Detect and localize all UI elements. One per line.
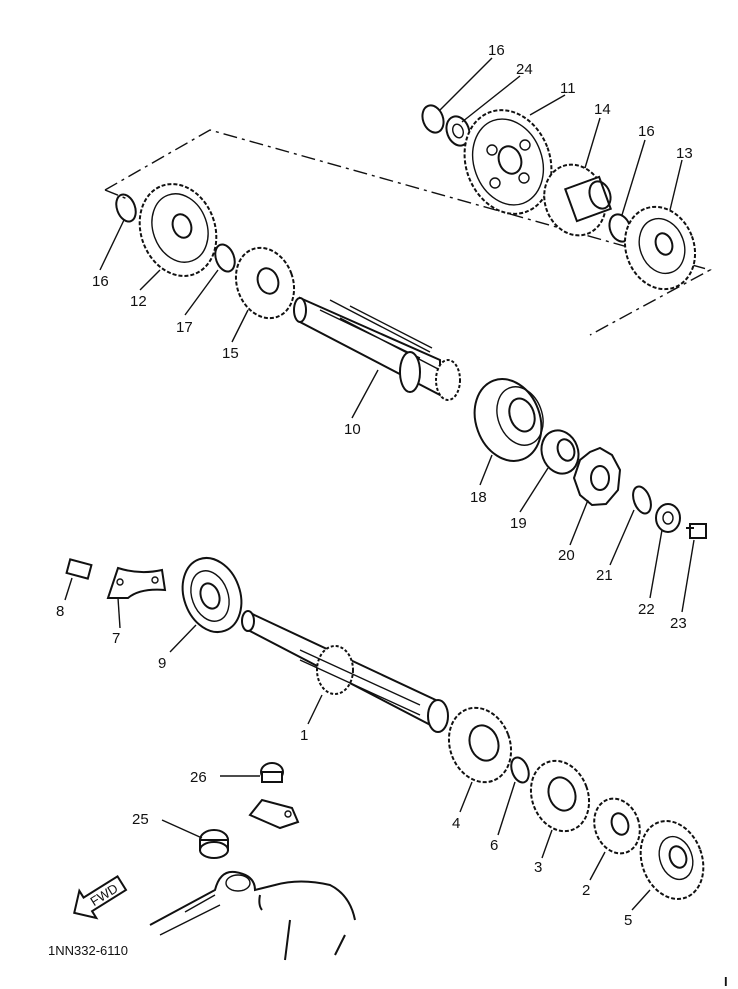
collar-part-19 — [540, 429, 580, 475]
part-label-16-left: 16 — [92, 273, 109, 290]
cap-part-25 — [199, 829, 229, 859]
circlip-part-17 — [421, 104, 445, 134]
bearing-part-18 — [473, 378, 544, 462]
gear-part-15 — [234, 246, 296, 320]
circlip-part-6 — [510, 756, 530, 784]
part-label-1: 1 — [300, 727, 308, 744]
part-label-17: 16 — [488, 42, 505, 59]
part-label-20: 20 — [558, 547, 575, 564]
part-label-10: 10 — [344, 421, 361, 438]
part-label-16-middle: 17 — [176, 319, 193, 336]
part-label-22: 22 — [638, 601, 655, 618]
gear-part-14 — [543, 163, 613, 237]
gear-part-4 — [447, 706, 513, 784]
circlip-part-16-middle — [214, 243, 236, 273]
part-label-8: 8 — [56, 603, 64, 620]
part-label-23: 23 — [670, 615, 687, 632]
part-label-16-right: 16 — [638, 123, 655, 140]
crankcase-outline — [149, 870, 356, 961]
part-label-15: 15 — [222, 345, 239, 362]
assembly-boundary-line — [104, 129, 712, 336]
part-label-18: 18 — [470, 489, 487, 506]
part-label-14: 14 — [594, 101, 611, 118]
gear-part-2 — [593, 797, 641, 855]
fwd-arrow: FWD — [73, 874, 128, 920]
gear-part-5 — [639, 820, 705, 900]
part-label-7: 7 — [112, 630, 120, 647]
drive-axle-part-1 — [241, 610, 449, 733]
drawing-code: 1NN332-6110 — [48, 943, 128, 958]
leader-lines — [64, 57, 695, 911]
part-label-25: 25 — [132, 811, 149, 828]
circlip-part-21 — [632, 485, 652, 515]
part-label-4: 4 — [452, 815, 460, 832]
bolt-part-23 — [686, 523, 707, 539]
part-label-3: 3 — [534, 859, 542, 876]
main-axle-part-10 — [293, 296, 461, 401]
sprocket-part-20 — [572, 446, 622, 507]
part-label-2: 2 — [582, 882, 590, 899]
washer-part-24 — [445, 115, 471, 147]
bearing-part-9 — [181, 557, 243, 633]
part-label-11: 11 — [560, 80, 576, 97]
part-label-12: 12 — [130, 293, 147, 310]
gear-part-11 — [463, 109, 553, 215]
gear-part-3 — [529, 759, 591, 833]
gear-part-12 — [138, 183, 218, 277]
part-label-13: 13 — [676, 145, 693, 162]
corner-mark: I — [724, 974, 728, 989]
part-label-9: 9 — [158, 655, 166, 672]
part-label-26: 26 — [190, 769, 207, 786]
lockwasher-part-22 — [655, 503, 681, 533]
part-label-19: 19 — [510, 515, 527, 532]
plug-part-26 — [260, 762, 284, 783]
bolt-part-8 — [65, 558, 93, 580]
part-label-21: 21 — [596, 567, 613, 584]
clamp-bracket — [248, 798, 300, 830]
plate-part-7 — [106, 566, 167, 599]
part-label-5: 5 — [624, 912, 632, 929]
gear-part-13 — [623, 205, 697, 291]
part-label-6: 6 — [490, 837, 498, 854]
part-labels: 16 24 11 14 16 13 16 12 17 15 10 18 19 2… — [56, 42, 693, 929]
circlip-part-16-left — [115, 193, 137, 223]
part-label-24: 24 — [516, 61, 533, 78]
